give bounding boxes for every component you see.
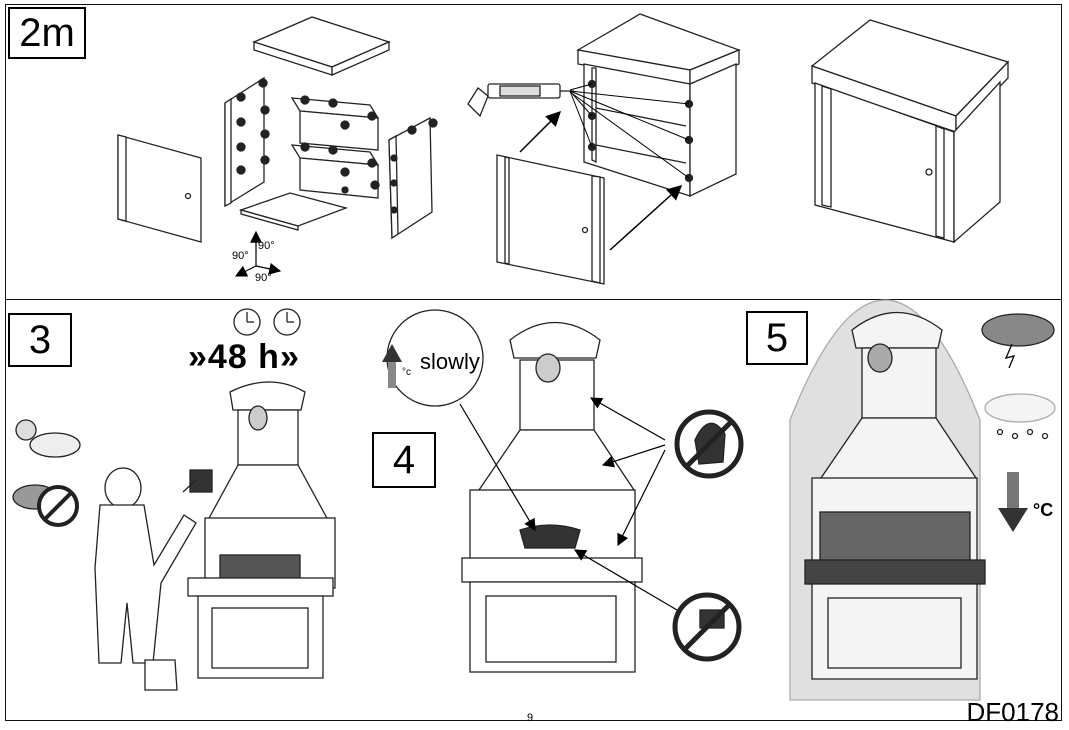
angle-label-vertical: 90° <box>258 240 275 252</box>
step-label-2m: 2m <box>8 7 86 59</box>
cool-down-arrow <box>998 472 1028 532</box>
cabinet-assembly <box>467 13 741 285</box>
step-label-4: 4 <box>372 432 436 488</box>
temp-up-label: °c <box>402 367 411 378</box>
bbq-unit-3 <box>187 381 336 679</box>
panel-divider <box>5 299 1062 300</box>
document-code: DF0178 <box>966 697 1060 727</box>
exploded-cabinet <box>117 16 438 243</box>
warning-arrows <box>459 397 678 611</box>
no-touch-icon <box>674 409 744 479</box>
snow-icon <box>984 393 1056 440</box>
rain-no-icon <box>12 484 79 527</box>
page-number: 9 <box>527 712 534 724</box>
heat-up-arrow <box>382 344 402 388</box>
person <box>94 467 213 691</box>
sun-cloud-icon <box>15 419 81 458</box>
axis-arrows <box>234 230 282 277</box>
angle-label-right: 90° <box>255 272 272 284</box>
bbq-unit-4 <box>461 321 643 673</box>
temp-down-label: °C <box>1033 500 1054 520</box>
page-frame <box>5 4 1062 721</box>
step-label-5: 5 <box>746 311 808 365</box>
drying-duration: »48 h» <box>188 338 300 376</box>
silicone-lines <box>519 83 690 251</box>
storm-icon <box>981 313 1055 369</box>
angle-label-left: 90° <box>232 250 249 262</box>
slowly-label: slowly <box>420 349 480 374</box>
bbq-unit-5 <box>804 311 986 680</box>
no-lighter-fluid-icon <box>672 592 742 662</box>
step-label-3: 3 <box>8 313 72 367</box>
finished-cabinet <box>810 19 1010 244</box>
